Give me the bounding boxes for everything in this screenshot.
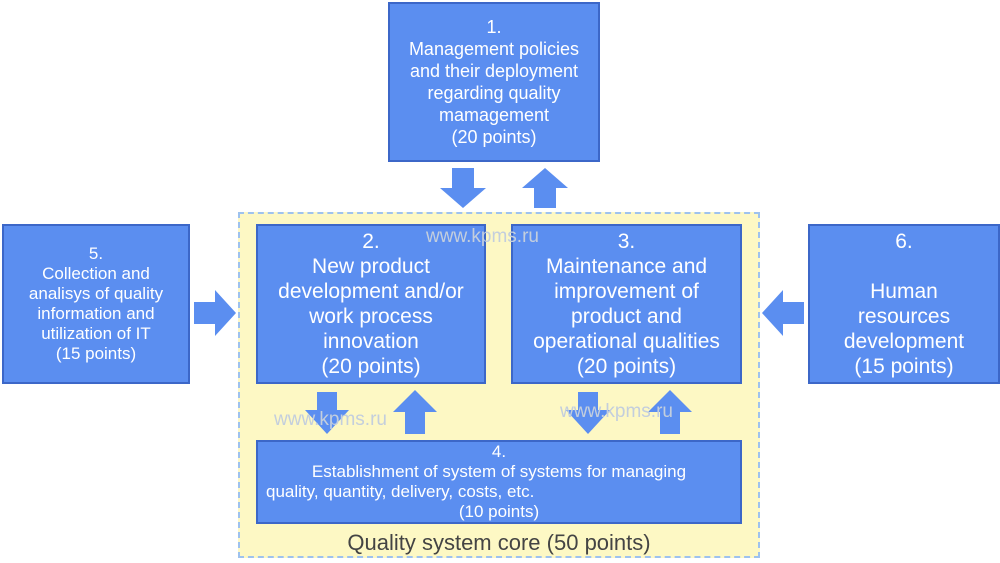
arrow-left-into-core [762, 290, 804, 336]
box-points: (10 points) [458, 502, 540, 521]
core-label: Quality system core (50 points) [347, 530, 651, 555]
box-text-line: operational qualities [533, 330, 720, 353]
box-text-line: improvement of [554, 280, 699, 303]
box-number: 1. [486, 17, 502, 37]
new-product-development-box: 2. New product development and/or work p… [256, 224, 486, 384]
box-text-line: development and/or [278, 280, 464, 303]
quality-information-box: 5. Collection and analisys of quality in… [2, 224, 190, 384]
box-text-line: Maintenance and [545, 255, 708, 278]
watermark-right: www.kpms.ru [560, 401, 673, 422]
system-of-systems-box: 4. Establishment of system of systems fo… [256, 440, 742, 524]
box-text-line: resources [857, 305, 951, 328]
box-number: 2. [362, 230, 380, 253]
watermark-left: www.kpms.ru [274, 409, 387, 430]
box-text-line: and their deployment [409, 61, 579, 81]
box-number: 6. [895, 230, 913, 253]
box-number: 4. [491, 442, 507, 461]
box-text-line: product and [571, 305, 682, 328]
box-points: (20 points) [576, 355, 677, 378]
box-text-line: information and [37, 304, 155, 323]
box-text-line: quality, quantity, delivery, costs, etc. [266, 482, 535, 501]
arrow-up-to-maintenance [648, 390, 692, 434]
arrow-down-to-systems-left [305, 392, 349, 434]
box-text-line: Management policies [408, 39, 580, 59]
box-points: (15 points) [55, 344, 137, 363]
box-text-line: Collection and [42, 264, 150, 283]
arrow-down-to-systems-right [566, 392, 610, 434]
box-text-line: innovation [323, 330, 419, 353]
box-text-line: analisys of quality [28, 284, 164, 303]
arrow-right-into-core [194, 290, 236, 336]
watermark-top: www.kpms.ru [426, 226, 539, 247]
box-number: 3. [617, 230, 636, 253]
box-text-line [901, 254, 907, 279]
box-points: (20 points) [321, 355, 421, 378]
box-text-line: mamagement [438, 105, 550, 125]
management-policies-box: 1. Management policies and their deploym… [388, 2, 600, 162]
box-points: (15 points) [854, 355, 954, 378]
box-text-line: regarding quality [427, 83, 561, 103]
box-text-line: development [843, 330, 965, 353]
box-text-line: New product [312, 255, 430, 278]
arrow-down-to-core [440, 168, 486, 208]
box-text-line: Establishment of system of systems for m… [311, 462, 687, 481]
box-number: 5. [88, 244, 104, 263]
arrow-up-to-new-product [393, 390, 437, 434]
maintenance-improvement-box: 3. Maintenance and improvement of produc… [511, 224, 742, 384]
box-text-line: work process [309, 305, 433, 328]
human-resources-box: 6. Human resources development (15 point… [808, 224, 1000, 384]
box-text-line: Human [870, 280, 938, 303]
arrow-up-to-policies [522, 168, 568, 208]
box-text-line: utilization of IT [41, 324, 151, 343]
box-points: (20 points) [451, 127, 537, 147]
